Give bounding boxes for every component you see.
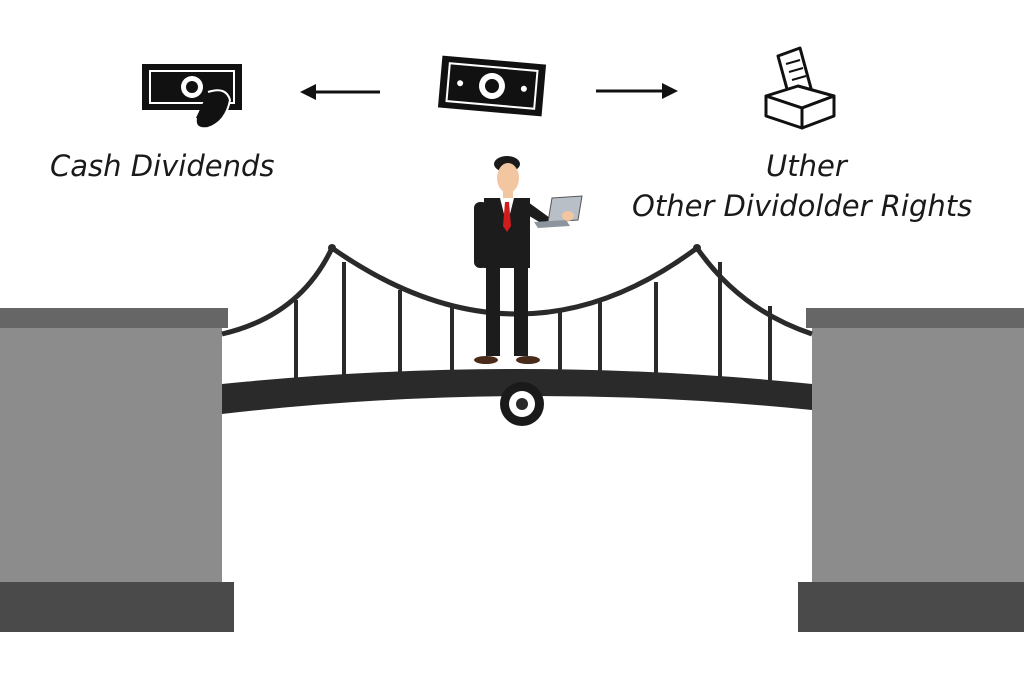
- other-label-line2: Other Dividolder Rights: [632, 189, 973, 223]
- cash-dividends-label: Cash Dividends: [50, 149, 275, 183]
- ballot-box-icon: [764, 46, 836, 130]
- other-label-line1: Uther: [766, 149, 847, 183]
- banknote-icon: [437, 55, 547, 117]
- right-pillar: [798, 308, 1024, 632]
- suspension-bridge: [221, 244, 813, 426]
- cash-in-hand-icon: [142, 64, 242, 130]
- laptop-icon: [534, 195, 583, 228]
- left-pillar: [0, 308, 234, 632]
- businessman-figure: [474, 156, 550, 364]
- arrow-right-icon: [596, 83, 678, 99]
- arrow-left-icon: [300, 84, 380, 100]
